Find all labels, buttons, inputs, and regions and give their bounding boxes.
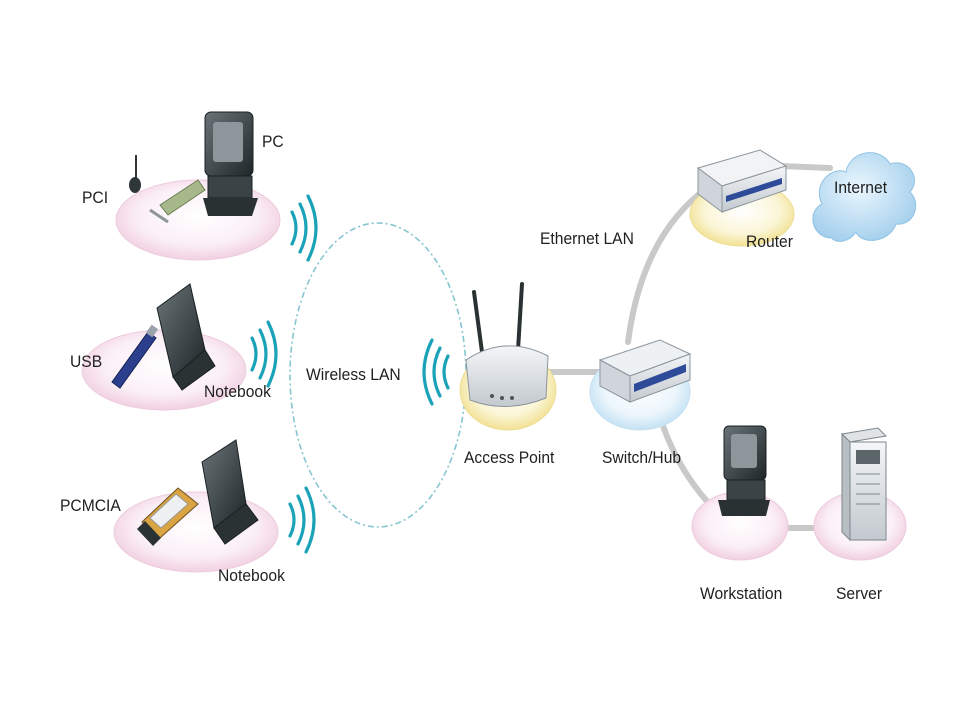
pcmcia-card-icon — [137, 487, 199, 546]
pc-label: PC — [262, 132, 284, 151]
wireless-lan-label: Wireless LAN — [306, 365, 401, 384]
router-icon — [696, 149, 788, 213]
pci-label: PCI — [82, 188, 109, 207]
server-station — [813, 427, 907, 561]
wave-pc — [290, 194, 318, 262]
workstation-icon — [718, 425, 770, 516]
usb-label: USB — [70, 352, 103, 371]
switch-hub-station — [589, 339, 692, 431]
access-point-icon — [465, 282, 549, 408]
pcmcia-notebook-station — [113, 439, 279, 573]
access-point-label: Access Point — [464, 448, 555, 467]
wave-access-point — [422, 338, 450, 406]
cable-router-internet — [777, 163, 833, 171]
router-label: Router — [746, 232, 793, 251]
notebook-label-top: Notebook — [204, 382, 271, 401]
pc-icon — [203, 111, 258, 216]
switch-hub-label: Switch/Hub — [602, 448, 682, 467]
ethernet-lan-label: Ethernet LAN — [540, 229, 634, 248]
workstation-label: Workstation — [700, 584, 783, 603]
wave-usb-notebook — [250, 320, 278, 388]
usb-notebook-station — [81, 283, 247, 411]
pc-station — [115, 111, 281, 261]
notebook-label-bottom: Notebook — [218, 566, 285, 585]
wireless-waves — [250, 194, 450, 554]
notebook-icon — [201, 439, 259, 545]
switch-hub-icon — [598, 339, 692, 403]
internet-label: Internet — [834, 178, 888, 197]
server-label: Server — [836, 584, 883, 603]
pci-card-icon — [129, 155, 206, 224]
usb-adapter-icon — [111, 324, 159, 389]
wave-pcmcia-notebook — [288, 486, 316, 554]
workstation-station — [691, 425, 789, 561]
router-station — [689, 149, 795, 247]
access-point-station — [459, 282, 557, 431]
pcmcia-label: PCMCIA — [60, 496, 121, 515]
server-icon — [840, 427, 888, 542]
notebook-icon — [156, 283, 216, 391]
internet-cloud-icon — [812, 152, 917, 242]
